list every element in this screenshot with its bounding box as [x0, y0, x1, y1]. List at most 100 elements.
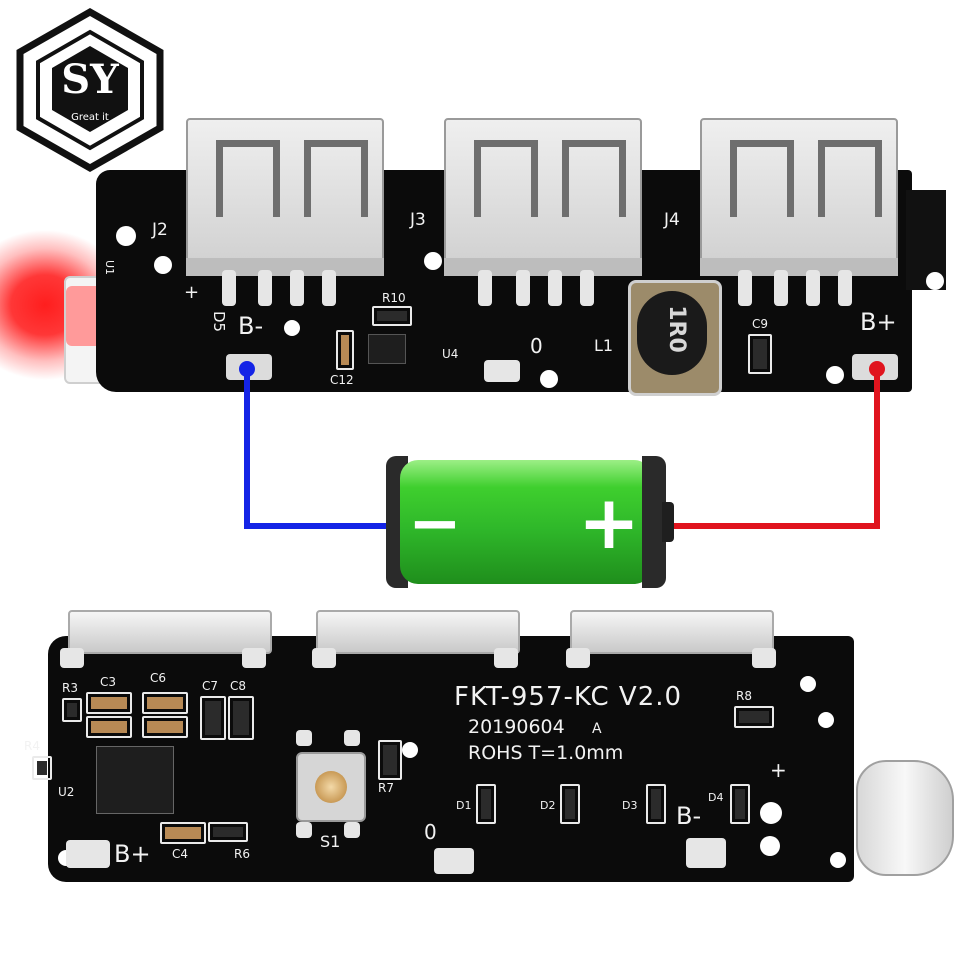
label-r6: R6	[234, 847, 250, 861]
board-rohs: ROHS T=1.0mm	[468, 742, 624, 764]
label-c8: C8	[230, 679, 247, 693]
mount-hole	[424, 252, 442, 270]
resistor-r7	[378, 740, 402, 780]
mount-hole	[926, 272, 944, 290]
white-led	[856, 760, 954, 876]
board-date-suffix: A	[592, 721, 602, 737]
cap-c8	[228, 696, 254, 740]
pad	[344, 822, 360, 838]
board-model: FKT-957-KC V2.0	[454, 682, 683, 712]
label-zero-top: 0	[530, 334, 543, 358]
mount-hole	[760, 836, 780, 856]
label-bplus-top: B+	[860, 308, 897, 336]
inductor-l1	[628, 280, 722, 396]
resistor-r10	[372, 306, 412, 326]
led-d2	[560, 784, 580, 824]
pad	[242, 648, 266, 668]
usb-port-j3	[444, 118, 642, 276]
wire-positive	[668, 361, 885, 529]
label-r8: R8	[736, 689, 752, 703]
mount-hole	[154, 256, 172, 274]
usb-port-j2	[186, 118, 384, 276]
cap-c6b	[142, 716, 188, 738]
wire-negative	[239, 361, 398, 529]
pad-b-minus-bottom	[686, 838, 726, 868]
cap-c7	[200, 696, 226, 740]
usb-bottom-1	[68, 610, 272, 654]
pad	[344, 730, 360, 746]
mount-hole	[800, 676, 816, 692]
label-r3: R3	[62, 681, 78, 695]
board-date: 20190604	[468, 716, 565, 738]
resistor-r6	[208, 822, 248, 842]
cap-c9	[748, 334, 772, 374]
battery	[386, 456, 674, 588]
label-c4: C4	[172, 847, 189, 861]
label-r7: R7	[378, 781, 394, 795]
battery-plus-symbol: +	[578, 480, 641, 566]
label-d3: D3	[622, 799, 638, 812]
pad	[752, 648, 776, 668]
label-j2: J2	[152, 220, 168, 240]
mount-hole	[830, 852, 846, 868]
label-u4: U4	[442, 347, 459, 361]
resistor-r3	[62, 698, 82, 722]
pad-test-bottom	[434, 848, 474, 874]
label-c6: C6	[150, 671, 167, 685]
led-d1	[476, 784, 496, 824]
pad	[312, 648, 336, 668]
cap-c4	[160, 822, 206, 844]
mount-hole	[284, 320, 300, 336]
mount-hole	[12, 690, 28, 706]
label-plus-bottom: +	[770, 758, 787, 782]
cap-c3b	[86, 716, 132, 738]
cap-c6	[142, 692, 188, 714]
led-d3	[646, 784, 666, 824]
mount-hole	[760, 802, 782, 824]
pad-b-plus-bottom	[66, 840, 110, 868]
label-c3: C3	[100, 675, 117, 689]
battery-minus-symbol: −	[408, 487, 462, 561]
label-l1: L1	[594, 336, 614, 355]
pad	[494, 648, 518, 668]
led-d4	[730, 784, 750, 824]
pad-test	[484, 360, 520, 382]
ic-u2	[96, 746, 174, 814]
label-c12: C12	[330, 373, 354, 387]
label-bminus-bottom: B-	[676, 802, 702, 830]
pad	[60, 648, 84, 668]
label-r4: R4	[24, 739, 40, 753]
label-d2: D2	[540, 799, 556, 812]
usb-bottom-2	[316, 610, 520, 654]
push-button-s1	[296, 752, 366, 822]
brand-letters: SY	[61, 56, 119, 103]
mount-hole	[818, 712, 834, 728]
pad	[296, 730, 312, 746]
label-d1: D1	[456, 799, 472, 812]
label-c7: C7	[202, 679, 219, 693]
pad	[566, 648, 590, 668]
label-bminus-top: B-	[238, 312, 264, 340]
ic-u4	[368, 334, 406, 364]
label-j4: J4	[664, 210, 680, 230]
brand-tagline: Great it	[71, 112, 109, 123]
pad	[296, 822, 312, 838]
mount-hole	[826, 366, 844, 384]
cap-c12	[336, 330, 354, 370]
label-u2: U2	[58, 785, 75, 799]
usb-bottom-3	[570, 610, 774, 654]
label-plus-top: +	[184, 282, 200, 303]
resistor-r8	[734, 706, 774, 728]
mount-hole	[540, 370, 558, 388]
label-zero-bottom: 0	[424, 820, 437, 844]
label-d4: D4	[708, 791, 724, 804]
label-j3: J3	[410, 210, 426, 230]
label-r10: R10	[382, 291, 406, 305]
resistor-r4	[32, 756, 52, 780]
cap-c3	[86, 692, 132, 714]
mount-hole	[402, 742, 418, 758]
label-s1: S1	[320, 832, 341, 851]
